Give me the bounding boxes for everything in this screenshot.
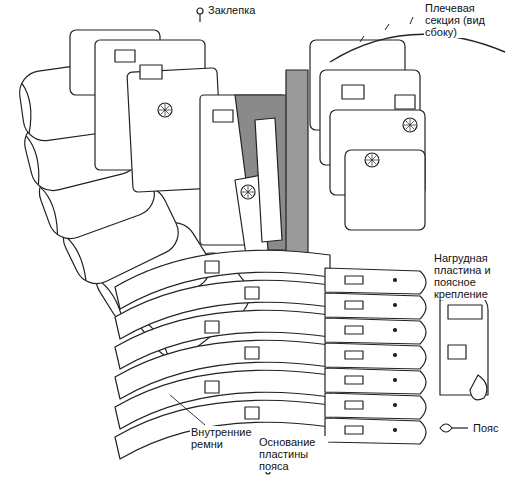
rosette-spoke — [410, 125, 416, 126]
rosette-spoke — [368, 156, 372, 160]
rosette-spoke — [242, 192, 248, 193]
rosette-spoke — [165, 106, 169, 110]
rosette-spoke — [248, 188, 252, 192]
hinge — [345, 401, 363, 409]
rosette-spoke — [410, 125, 411, 131]
girth-plate — [325, 318, 426, 344]
rosette-spoke — [165, 104, 166, 110]
hinge — [345, 351, 363, 359]
hinge — [345, 301, 363, 309]
rivet — [394, 379, 397, 382]
plate-edge — [40, 185, 62, 234]
rosette-spoke — [410, 121, 414, 125]
part-label: Пояс — [472, 422, 508, 434]
part-label: Плечевая секция (вид сбоку) — [424, 2, 511, 38]
rivet — [394, 279, 397, 282]
rosette-spoke — [159, 110, 165, 111]
plate-edge — [22, 83, 34, 133]
plate-edge — [64, 233, 90, 280]
hinge — [345, 326, 363, 334]
hinge — [345, 426, 363, 434]
rosette-spoke — [244, 188, 248, 192]
hinge — [345, 276, 363, 284]
rosette — [241, 185, 255, 199]
girth-plate — [325, 393, 426, 419]
rosette-spoke — [244, 192, 248, 196]
buckle — [245, 407, 259, 419]
rivet — [394, 354, 397, 357]
rivet — [394, 429, 397, 432]
buckle — [245, 347, 259, 359]
girth-plate — [325, 293, 426, 319]
rosette — [158, 103, 172, 117]
buckle — [205, 261, 219, 273]
rosette-spoke — [248, 186, 249, 192]
plate-edge — [26, 135, 43, 185]
rosette-spoke — [406, 125, 410, 129]
rosette-spoke — [372, 160, 378, 161]
rosette-spoke — [161, 110, 165, 114]
rosette-spoke — [372, 156, 376, 160]
rivet — [394, 304, 397, 307]
rosette-spoke — [372, 160, 376, 164]
rosette-spoke — [368, 160, 372, 164]
rosette-spoke — [248, 192, 254, 193]
rosette-spoke — [372, 154, 373, 160]
rosette-spoke — [410, 119, 411, 125]
buckle — [205, 321, 219, 333]
part-label: Внутренние ремни — [190, 426, 258, 450]
buckle — [205, 381, 219, 393]
part-label: Нагрудная пластина и поясное крепление — [433, 252, 511, 300]
rosette-spoke — [165, 110, 166, 116]
rosette-spoke — [410, 125, 414, 129]
rivet — [394, 329, 397, 332]
rosette-spoke — [165, 110, 169, 114]
rosette-spoke — [372, 160, 373, 166]
part-label: Заклепка — [207, 4, 269, 16]
part-label: Основание пластины пояса — [258, 436, 328, 472]
rivet — [394, 404, 397, 407]
hinge — [345, 376, 363, 384]
buckle — [245, 287, 259, 299]
rosette-spoke — [248, 192, 252, 196]
rosette — [365, 153, 379, 167]
rosette-spoke — [248, 192, 249, 198]
girth-plate — [325, 268, 426, 294]
girth-plate — [325, 418, 426, 444]
rosette — [403, 118, 417, 132]
rosette-spoke — [404, 125, 410, 126]
girth-plate — [325, 368, 426, 394]
rosette-spoke — [366, 160, 372, 161]
girth-plate — [325, 343, 426, 369]
rosette-spoke — [406, 121, 410, 125]
rosette-spoke — [165, 110, 171, 111]
rosette-spoke — [161, 106, 165, 110]
